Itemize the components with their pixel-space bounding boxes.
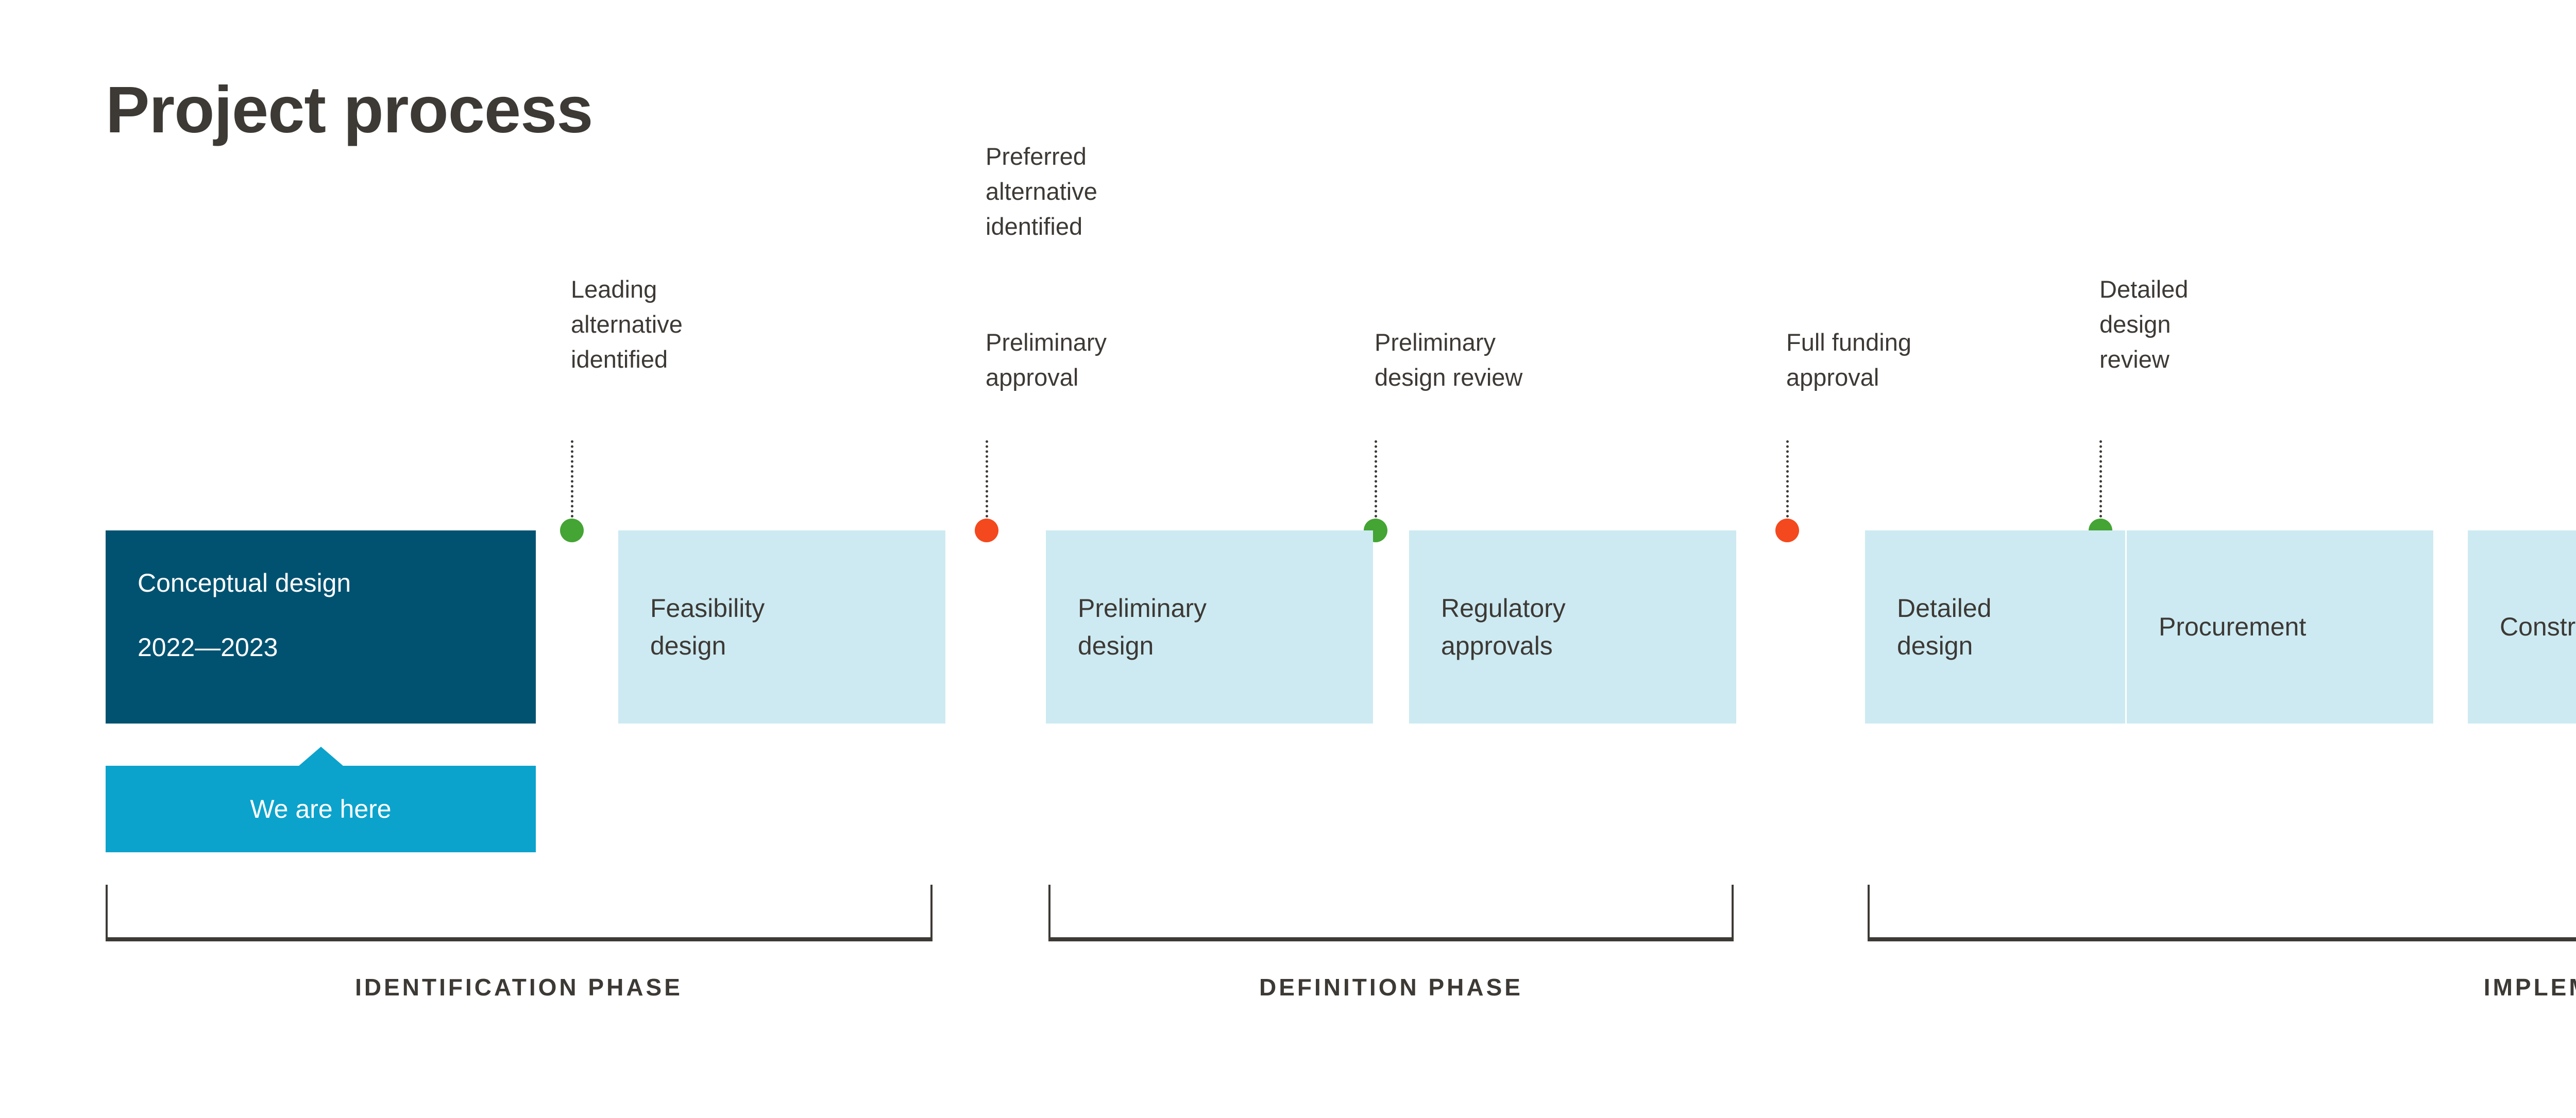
stage-label: Preliminary design [1078, 594, 1207, 660]
phase-label-implementation-phase: IMPLEMENTATION PHASE [2483, 974, 2576, 1001]
stage-box-detailed-design: Detailed design [1865, 530, 2125, 724]
stage-box-content: Construction [2500, 608, 2576, 646]
phase-bracket-definition-phase [1048, 885, 1734, 941]
stage-box-conceptual-design: Conceptual design 2022—2023 [106, 530, 536, 724]
stage-box-procurement: Procurement [2127, 530, 2433, 724]
phase-label-definition-phase: DEFINITION PHASE [1259, 974, 1523, 1001]
stage-box-content: Regulatory approvals [1441, 590, 1566, 664]
stage-label: Feasibility design [650, 594, 765, 660]
stage-label: Regulatory approvals [1441, 594, 1566, 660]
stage-box-content: Preliminary design [1078, 590, 1207, 664]
milestone-label: Leading alternative identified [571, 276, 683, 373]
milestone-label: Preliminary design review [1375, 329, 1523, 391]
we-are-here-pointer-icon [298, 747, 344, 766]
milestone-dot-green [560, 519, 584, 542]
milestone-leader-line [2099, 440, 2102, 518]
milestone-leader-line [1786, 440, 1789, 518]
stage-box-content: Conceptual design 2022—2023 [138, 564, 351, 666]
milestone-leader-line [986, 440, 988, 518]
stage-box-preliminary-design: Preliminary design [1046, 530, 1373, 724]
stage-box-content: Feasibility design [650, 590, 765, 664]
stage-box-content: Detailed design [1897, 590, 1991, 664]
stage-box-regulatory-approvals: Regulatory approvals [1409, 530, 1736, 724]
stage-label: Conceptual design [138, 569, 351, 597]
milestone-leader-line [571, 440, 573, 518]
phase-bracket-implementation-phase [1868, 885, 2576, 941]
milestone-dot-red [975, 519, 998, 542]
milestone-dot-red [1775, 519, 1799, 542]
stage-box-content: Procurement [2159, 608, 2306, 646]
stage-box-feasibility-design: Feasibility design [618, 530, 945, 724]
stage-date-range: 2022—2023 [138, 632, 278, 662]
milestone-label: Full funding approval [1786, 329, 1911, 391]
page-title: Project process [106, 73, 593, 147]
milestone-label: Preferred alternative identified [986, 143, 1097, 240]
stage-label: Procurement [2159, 612, 2307, 642]
stage-box-construction: Construction [2468, 530, 2576, 724]
we-are-here-label: We are here [250, 795, 392, 823]
milestone-label-secondary: Preliminary approval [986, 329, 1107, 391]
milestone-leader-line [1375, 440, 1377, 518]
stage-label: Detailed design [1897, 594, 1992, 660]
phase-label-identification-phase: IDENTIFICATION PHASE [355, 974, 683, 1001]
we-are-here-callout: We are here [106, 747, 536, 852]
stage-label: Construction [2500, 612, 2576, 642]
milestone-label: Detailed design review [2099, 276, 2189, 373]
phase-bracket-identification-phase [106, 885, 933, 941]
